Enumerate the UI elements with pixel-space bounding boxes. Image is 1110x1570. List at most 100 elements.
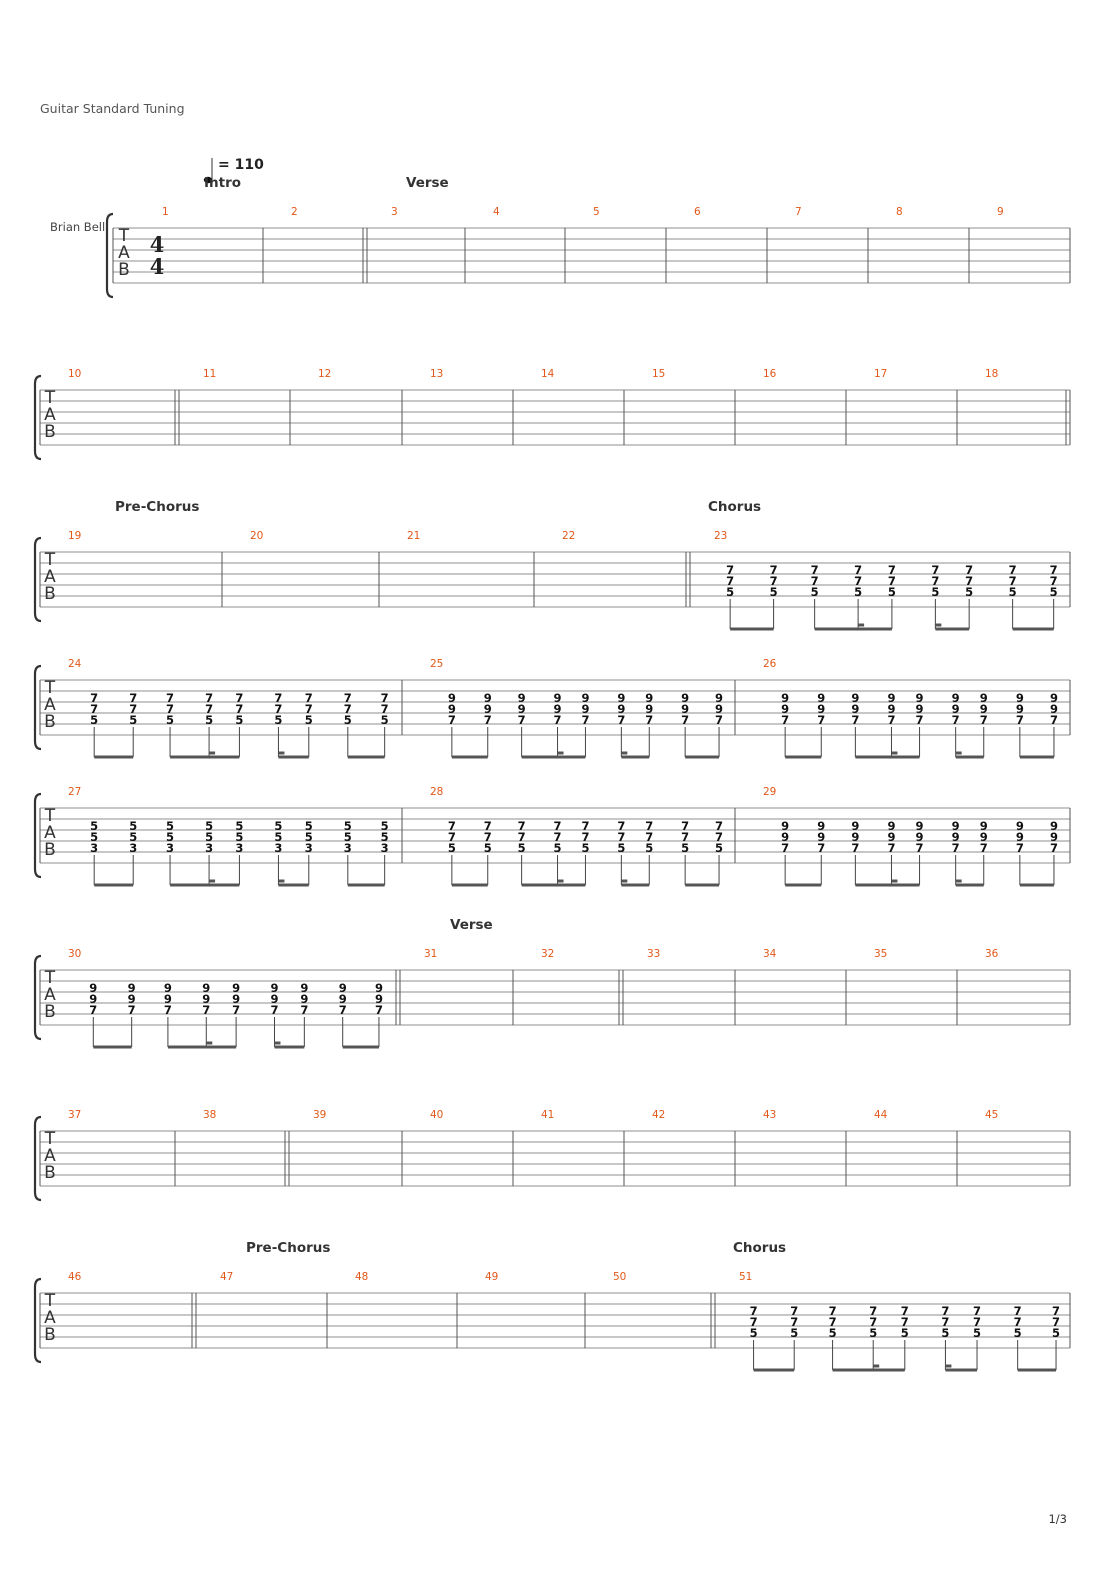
fret-number: 9 — [232, 992, 240, 1006]
tab-clef-letter: A — [44, 567, 56, 587]
fret-number: 7 — [750, 1304, 758, 1318]
fret-number: 9 — [1050, 702, 1058, 716]
fret-number: 7 — [817, 713, 825, 727]
fret-number: 7 — [901, 1304, 909, 1318]
fret-number: 5 — [888, 585, 896, 599]
fret-number: 5 — [274, 830, 282, 844]
fret-number: 7 — [888, 563, 896, 577]
fret-number: 5 — [305, 819, 313, 833]
bar-number: 30 — [68, 948, 81, 960]
fret-number: 9 — [232, 981, 240, 995]
fret-number: 3 — [274, 841, 282, 855]
bar-number: 35 — [874, 948, 887, 960]
tab-clef-letter: T — [44, 1129, 56, 1149]
fret-number: 9 — [128, 981, 136, 995]
bar-number: 27 — [68, 786, 81, 798]
fret-number: 7 — [1052, 1304, 1060, 1318]
fret-number: 9 — [554, 702, 562, 716]
fret-number: 7 — [869, 1315, 877, 1329]
section-label: Intro — [204, 175, 241, 191]
fret-number: 7 — [617, 819, 625, 833]
fret-number: 9 — [128, 992, 136, 1006]
fret-number: 9 — [916, 830, 924, 844]
tab-system: TAB2477577577577577577577577577525997997… — [33, 658, 1071, 759]
fret-number: 3 — [90, 841, 98, 855]
bar-number: 19 — [68, 530, 81, 542]
fret-number: 7 — [554, 819, 562, 833]
system-bracket — [33, 374, 42, 461]
tab-clef-letter: B — [44, 1163, 56, 1183]
tab-clef-letter: B — [44, 1325, 56, 1345]
bar-number: 13 — [430, 368, 443, 380]
fret-number: 7 — [1016, 713, 1024, 727]
tab-clef-letter: A — [44, 1146, 56, 1166]
bar-number: 3 — [391, 206, 398, 218]
fret-number: 5 — [854, 585, 862, 599]
tuning-label: Guitar Standard Tuning — [40, 101, 185, 116]
fret-number: 9 — [448, 691, 456, 705]
fret-number: 7 — [205, 691, 213, 705]
fret-number: 7 — [232, 1003, 240, 1017]
page-number: 1/3 — [1048, 1512, 1067, 1526]
fret-number: 7 — [965, 563, 973, 577]
fret-number: 9 — [1050, 819, 1058, 833]
fret-number: 5 — [166, 819, 174, 833]
fret-number: 5 — [235, 713, 243, 727]
bar-number: 45 — [985, 1109, 998, 1121]
fret-number: 7 — [726, 563, 734, 577]
fret-number: 7 — [681, 830, 689, 844]
bar-number: 39 — [313, 1109, 326, 1121]
bar-number: 21 — [407, 530, 420, 542]
fret-number: 9 — [89, 981, 97, 995]
fret-number: 9 — [715, 691, 723, 705]
fret-number: 5 — [129, 713, 137, 727]
fret-number: 5 — [381, 819, 389, 833]
tab-clef-letter: A — [44, 823, 56, 843]
bar-number: 49 — [485, 1271, 498, 1283]
fret-number: 9 — [1016, 702, 1024, 716]
fret-number: 5 — [205, 713, 213, 727]
system-bracket — [33, 536, 42, 623]
fret-number: 9 — [952, 830, 960, 844]
tab-clef-letter: T — [44, 550, 56, 570]
fret-number: 7 — [901, 1315, 909, 1329]
fret-number: 5 — [681, 841, 689, 855]
fret-number: 5 — [235, 819, 243, 833]
fret-number: 7 — [90, 691, 98, 705]
tempo-text: = 110 — [218, 157, 264, 173]
fret-number: 7 — [750, 1315, 758, 1329]
bar-number: 5 — [593, 206, 600, 218]
bar-number: 18 — [985, 368, 998, 380]
instrument-name: Brian Bell — [50, 220, 105, 234]
fret-number: 5 — [205, 819, 213, 833]
fret-number: 9 — [817, 691, 825, 705]
fret-number: 7 — [681, 713, 689, 727]
fret-number: 7 — [887, 713, 895, 727]
fret-number: 5 — [129, 830, 137, 844]
fret-number: 9 — [375, 992, 383, 1006]
bar-number: 6 — [694, 206, 701, 218]
fret-number: 3 — [235, 841, 243, 855]
bar-number: 38 — [203, 1109, 216, 1121]
fret-number: 5 — [1050, 585, 1058, 599]
fret-number: 9 — [448, 702, 456, 716]
fret-number: 9 — [1016, 819, 1024, 833]
bar-number: 46 — [68, 1271, 82, 1283]
fret-number: 7 — [715, 819, 723, 833]
fret-number: 9 — [887, 819, 895, 833]
section-label: Verse — [406, 175, 449, 191]
tab-clef-letter: B — [118, 260, 130, 280]
fret-number: 9 — [781, 702, 789, 716]
fret-number: 9 — [952, 702, 960, 716]
fret-number: 7 — [645, 713, 653, 727]
tab-clef-letter: T — [44, 968, 56, 988]
tab-clef-letter: T — [44, 678, 56, 698]
fret-number: 3 — [166, 841, 174, 855]
fret-number: 9 — [851, 691, 859, 705]
fret-number: 7 — [344, 702, 352, 716]
fret-number: 7 — [518, 713, 526, 727]
